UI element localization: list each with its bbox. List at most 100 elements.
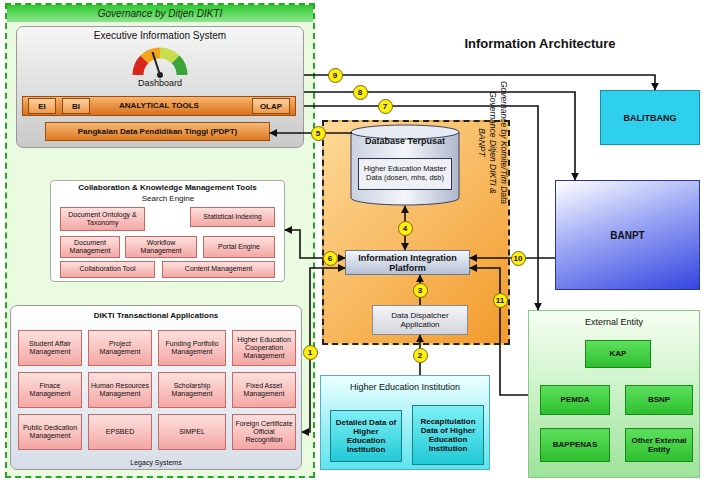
- node-text: Legacy Systems: [11, 459, 301, 466]
- tool-button: OLAP: [252, 98, 290, 114]
- dashboard-caption: Dashboard: [110, 78, 210, 88]
- app-box: Workflow Management: [125, 236, 197, 258]
- node-text: Document Management: [61, 239, 119, 255]
- process-box: Data Dispatcher Application: [372, 305, 468, 335]
- node-text: Human Resources Management: [89, 382, 151, 398]
- node-text: BSNP: [646, 395, 672, 404]
- analytical-tools-bar: ANALYTICAL TOOLSEI BI OLAP: [22, 96, 296, 116]
- gauge-arc: [160, 53, 176, 59]
- node-text: Higher Education Cooperation Management: [233, 336, 295, 360]
- node-text: Document Ontology & Taxonomy: [61, 211, 144, 227]
- callout-number: 5: [311, 126, 326, 141]
- node-text: Collaboration Tool: [78, 265, 138, 273]
- node-text: Portal Engine: [216, 243, 262, 251]
- data-box: Detailed Data of Higher Education Instit…: [330, 410, 402, 462]
- node-text: Collaboration & Knowledge Management Too…: [51, 181, 284, 192]
- node-text: Funding Portfolio Management: [159, 340, 225, 356]
- app-box: Public Dedication Management: [18, 414, 82, 450]
- node-text: Detailed Data of Higher Education Instit…: [331, 418, 401, 455]
- node-text: Recapitulation Data of Higher Education …: [413, 417, 483, 454]
- app-box: Portal Engine: [203, 236, 275, 258]
- node-text: Governance by Komite/Tim Data Governance…: [476, 81, 509, 205]
- applications-panel: DIKTI Transactional ApplicationsLegacy S…: [10, 305, 302, 470]
- node-text: ANALYTICAL TOOLS: [23, 97, 295, 115]
- node-text: Project Management: [89, 340, 151, 356]
- node-text: KAP: [608, 349, 629, 358]
- node-text: Workflow Management: [126, 239, 196, 255]
- app-box: EPSBED: [88, 414, 152, 450]
- callout-number: 1: [303, 345, 318, 360]
- gauge-pivot: [157, 72, 163, 78]
- app-box: Scholarship Management: [158, 372, 226, 408]
- entity-box: BAPPENAS: [540, 428, 610, 462]
- callout-number: 10: [511, 251, 526, 266]
- callout-number: 4: [398, 221, 413, 236]
- app-box: Higher Education Cooperation Management: [232, 330, 296, 366]
- app-box: Foreign Certificate Official Recognition: [232, 414, 296, 450]
- node-text: BALITBANG: [622, 113, 679, 123]
- app-box: SIMPEL: [158, 414, 226, 450]
- governance-region: Governance by Komite/Tim Data Governance…: [322, 120, 510, 345]
- node-text: Student Affair Management: [19, 340, 81, 356]
- app-box: Finace Management: [18, 372, 82, 408]
- callout-number: 2: [413, 348, 428, 363]
- callout-number: 7: [378, 99, 393, 114]
- node-text: Content Management: [183, 265, 254, 273]
- gauge-arc: [138, 59, 144, 75]
- app-box: Human Resources Management: [88, 372, 152, 408]
- node-text: BAPPENAS: [551, 440, 599, 449]
- diagram-title: Information Architecture: [440, 36, 640, 51]
- node-text: Executive Information System: [17, 27, 303, 41]
- entity-panel: External EntityKAP PEMDA BSNP BAPPENAS Other…: [528, 310, 700, 478]
- connector: [470, 268, 528, 395]
- data-box: Recapitulation Data of Higher Education …: [412, 405, 484, 465]
- entity-box: BALITBANG: [600, 90, 700, 145]
- tool-button: EI: [28, 98, 56, 114]
- node-text: Foreign Certificate Official Recognition: [233, 420, 295, 444]
- node-text: EI: [36, 102, 48, 111]
- connector: [304, 92, 575, 180]
- node-text: Scholarship Management: [159, 382, 225, 398]
- node-text: Information Integration Platform: [346, 253, 469, 273]
- node-text: BI: [70, 102, 82, 111]
- node-text: Higher Education Master Data (dosen, mhs…: [359, 165, 451, 182]
- database-bar: Pangkalan Data Pendidikan Tinggi (PDPT): [45, 122, 270, 141]
- node-text: Public Dedication Management: [19, 424, 81, 440]
- entity-box: BSNP: [625, 385, 693, 415]
- app-box: Funding Portfolio Management: [158, 330, 226, 366]
- search-engine-caption: Search Engine: [100, 194, 236, 203]
- node-text: DIKTI Transactional Applications: [11, 306, 301, 320]
- node-text: Finace Management: [19, 382, 81, 398]
- gauge-arc: [176, 59, 182, 75]
- callout-number: 6: [323, 251, 338, 266]
- node-text: SIMPEL: [177, 428, 207, 436]
- node-text: External Entity: [529, 311, 699, 327]
- node-text: Other External Entity: [626, 436, 692, 454]
- app-box: Project Management: [88, 330, 152, 366]
- app-box: Collaboration Tool: [60, 261, 155, 278]
- node-text: EPSBED: [104, 428, 136, 436]
- entity-box: BANPT: [555, 180, 700, 290]
- institution-panel: Higher Education InstitutionDetailed Dat…: [320, 375, 490, 470]
- node-text: BANPT: [608, 230, 646, 241]
- connector: [304, 106, 538, 310]
- callout-number: 9: [328, 68, 343, 83]
- database-cylinder: Database TerpusatHigher Education Master…: [350, 124, 460, 206]
- gauge-needle: [153, 52, 161, 75]
- node-text: Pangkalan Data Pendidikan Tinggi (PDPT): [76, 127, 239, 136]
- app-box: Content Management: [162, 261, 275, 278]
- callout-number: 11: [493, 293, 508, 308]
- node-text: Database Terpusat: [350, 124, 460, 146]
- entity-box: PEMDA: [540, 385, 610, 415]
- entity-box: KAP: [585, 340, 651, 368]
- node-text: Higher Education Institution: [321, 376, 489, 392]
- node-text: PEMDA: [559, 395, 592, 404]
- node-text: Governance by Ditjen DIKTI: [7, 5, 313, 22]
- tool-button: BI: [62, 98, 90, 114]
- node-text: Fixed Asset Management: [233, 382, 295, 398]
- node-text: Data Dispatcher Application: [373, 311, 467, 329]
- app-box: Student Affair Management: [18, 330, 82, 366]
- app-box: Fixed Asset Management: [232, 372, 296, 408]
